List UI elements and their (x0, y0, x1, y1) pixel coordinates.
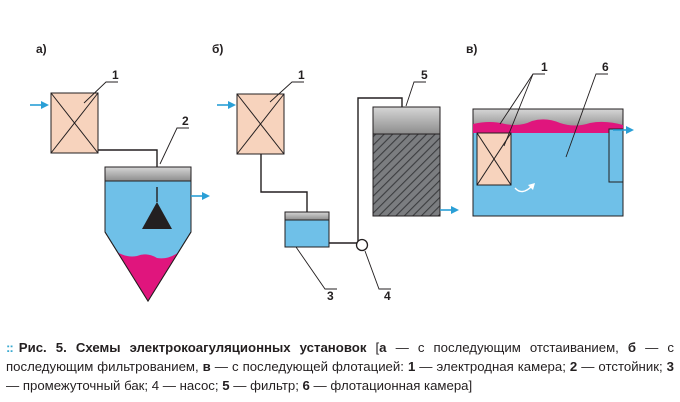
electrode-camera-b (236, 93, 285, 155)
electrocoagulation-schemes: а) 1 2 (30, 42, 634, 303)
label-1-b: 1 (298, 68, 305, 82)
leader-line-b5 (405, 81, 426, 107)
pipe-b1 (260, 154, 308, 212)
leader-line-b3 (295, 246, 337, 290)
cone-deflector (142, 202, 172, 229)
diagram-v: в) 1 6 (466, 42, 634, 217)
label-4-b: 4 (384, 289, 391, 303)
pipe-b3 (357, 97, 403, 241)
filter (372, 106, 441, 217)
internal-partition (608, 128, 624, 183)
sediment-a (117, 252, 179, 301)
figure-caption: ::Рис. 5. Схемы электрокоагуляционных ус… (6, 340, 674, 393)
outlet-arrow-a (191, 192, 210, 200)
label-5-b: 5 (421, 68, 428, 82)
leader-line-b1 (269, 81, 304, 103)
caption-bullet-icon: :: (6, 340, 14, 355)
label-1-v: 1 (541, 60, 548, 74)
outlet-arrow-v (613, 126, 634, 134)
leader-line-b4 (364, 250, 391, 290)
diagram-b-label: б) (212, 42, 223, 56)
leader-line-v1b (503, 73, 534, 147)
outlet-arrow-b (440, 206, 459, 214)
diagram-v-label: в) (466, 42, 477, 56)
inlet-arrow-a (30, 101, 49, 109)
leader-line-v6 (565, 73, 608, 158)
diagram-b: б) 1 3 4 5 (212, 42, 459, 303)
label-2-a: 2 (182, 114, 189, 128)
circulation-arrow (514, 183, 535, 193)
pump (355, 238, 369, 252)
diagram-a: а) 1 2 (30, 42, 210, 302)
intermediate-tank (284, 211, 330, 248)
settler (104, 166, 192, 302)
label-1-a: 1 (112, 68, 119, 82)
electrode-camera-a (50, 92, 99, 154)
label-3-b: 3 (327, 289, 334, 303)
leader-line-a2 (159, 127, 189, 165)
label-6-v: 6 (602, 60, 609, 74)
caption-title: Рис. 5. Схемы электрокоагуляционных уста… (18, 340, 367, 355)
leader-line-a1 (83, 81, 118, 104)
inlet-arrow-b (217, 101, 236, 109)
diagram-a-label: а) (36, 42, 47, 56)
